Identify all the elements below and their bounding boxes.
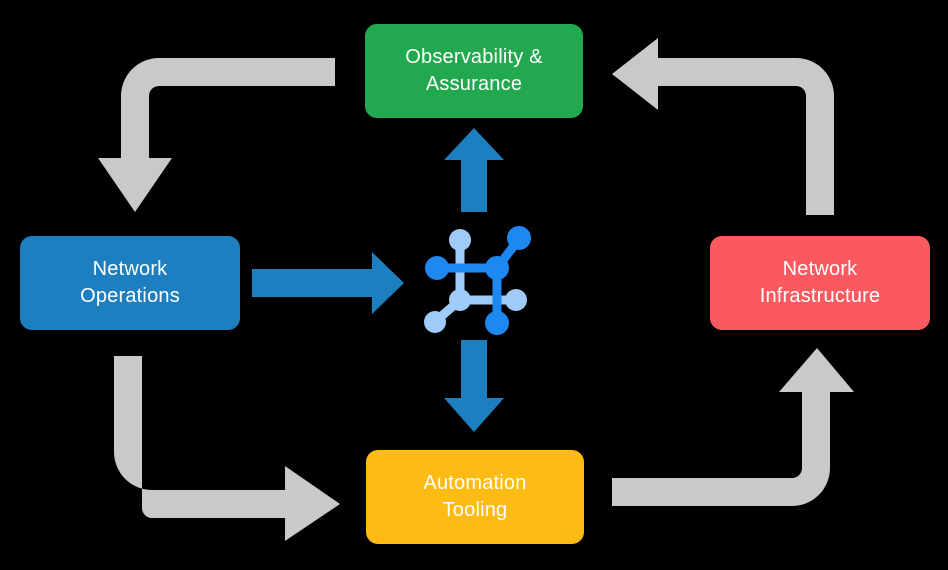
connector-infrastructure-to-observability <box>612 38 834 215</box>
node-label-automation: Automation Tooling <box>423 472 527 521</box>
connector-center-to-automation <box>444 340 504 432</box>
node-label-infrastructure: Network Infrastructure <box>759 258 881 307</box>
connector-center-to-observability <box>444 128 504 212</box>
node-label-operations: Network Operations <box>80 258 180 307</box>
network-icon-edges <box>431 234 524 328</box>
connector-operations-to-center <box>252 252 404 314</box>
node-box-infrastructure[interactable]: Network Infrastructure <box>710 236 930 330</box>
connector-observability-to-operations <box>98 58 335 212</box>
node-box-operations[interactable]: Network Operations <box>20 236 240 330</box>
node-label-observability: Observability & Assurance <box>405 46 543 95</box>
connector-automation-to-infrastructure <box>612 348 854 506</box>
connector-operations-to-automation <box>114 356 340 541</box>
node-box-automation[interactable]: Automation Tooling <box>366 450 584 544</box>
network-icon-nodes <box>424 226 531 335</box>
node-box-observability[interactable]: Observability & Assurance <box>365 24 583 118</box>
